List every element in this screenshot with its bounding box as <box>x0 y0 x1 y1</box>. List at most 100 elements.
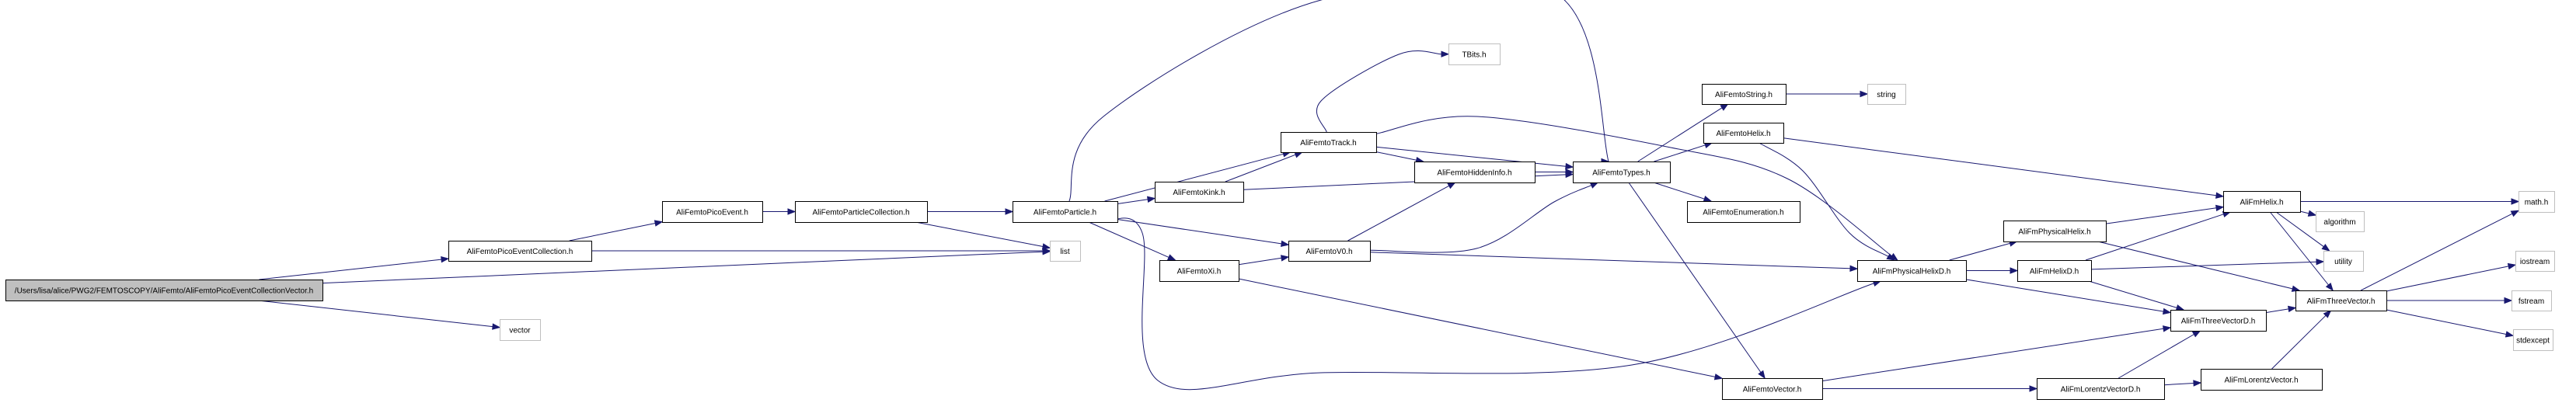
arrowhead-icon <box>2029 385 2038 392</box>
edge-root-to-list <box>322 248 1051 284</box>
node-root[interactable]: /Users/lisa/alice/PWG2/FEMTOSCOPY/AliFem… <box>5 280 323 301</box>
edge-line <box>2163 383 2194 386</box>
node-label: AliFmPhysicalHelix.h <box>2018 228 2090 237</box>
node-particle[interactable]: AliFemtoParticle.h <box>1013 201 1118 223</box>
edge-line <box>2085 214 2224 261</box>
node-box <box>448 241 592 262</box>
node-box <box>1573 162 1671 183</box>
node-partColl[interactable]: AliFemtoParticleCollection.h <box>795 201 928 223</box>
node-picoColl[interactable]: AliFemtoPicoEventCollection.h <box>448 241 592 262</box>
arrowhead-icon <box>1589 182 1599 189</box>
edge-line <box>1369 252 1851 269</box>
edge-fvector-to-threeVecD <box>1821 325 2172 382</box>
node-algorithm: algorithm <box>2316 211 2365 232</box>
node-label: AliFemtoHiddenInfo.h <box>1437 169 1511 178</box>
edge-line <box>259 259 442 280</box>
node-box <box>1857 260 1967 282</box>
node-lorentz[interactable]: AliFmLorentzVector.h <box>2201 369 2323 391</box>
edge-helixD-to-utility <box>2090 258 2325 270</box>
edge-picoEvent-to-partColl <box>762 208 797 215</box>
node-label: TBits.h <box>1462 51 1486 60</box>
node-picoEvent[interactable]: AliFemtoPicoEvent.h <box>662 201 763 223</box>
node-label: stdexcept <box>2516 337 2550 346</box>
edge-line <box>1347 185 1449 241</box>
nodes-layer: /Users/lisa/alice/PWG2/FEMTOSCOPY/AliFem… <box>5 43 2555 400</box>
edge-line <box>1238 257 1282 266</box>
node-box <box>1050 241 1081 262</box>
node-box <box>795 201 928 223</box>
node-enumeration[interactable]: AliFemtoEnumeration.h <box>1687 201 1800 223</box>
edge-lorentz-to-threeVec <box>2271 310 2332 370</box>
arrowhead-icon <box>2287 305 2297 313</box>
arrowhead-icon <box>1758 370 1766 380</box>
node-label: AliFemtoKink.h <box>1173 189 1225 197</box>
edge-line <box>1238 278 1716 377</box>
arrowhead-icon <box>1281 255 1290 262</box>
node-fstring[interactable]: AliFemtoString.h <box>1702 84 1786 105</box>
node-box <box>1867 84 1906 105</box>
edge-fhelix-to-physHelixD <box>1759 142 1895 261</box>
arrowhead-icon <box>1720 103 1729 111</box>
node-hidden[interactable]: AliFemtoHiddenInfo.h <box>1414 162 1535 183</box>
arrowhead-icon <box>2215 204 2225 212</box>
edge-threeVecD-to-threeVec <box>2265 305 2297 314</box>
arrowhead-icon <box>2163 325 2172 332</box>
node-label: AliFemtoParticle.h <box>1034 209 1096 217</box>
node-label: AliFmThreeVectorD.h <box>2181 318 2256 326</box>
edge-root-to-picoColl <box>259 256 450 280</box>
arrowhead-icon <box>2307 210 2317 217</box>
node-box <box>1722 378 1823 400</box>
arrowhead-icon <box>492 323 501 330</box>
edge-kink-to-track <box>1225 151 1303 182</box>
arrowhead-icon <box>2510 210 2520 217</box>
node-kink[interactable]: AliFemtoKink.h <box>1155 182 1244 203</box>
node-physHelix[interactable]: AliFmPhysicalHelix.h <box>2003 221 2107 242</box>
edge-types-to-enumeration <box>1653 182 1713 203</box>
node-box <box>2223 191 2301 213</box>
edge-line <box>2097 241 2293 290</box>
node-fstream: fstream <box>2512 290 2552 311</box>
edge-physHelixD-to-threeVecD <box>1965 279 2172 315</box>
node-label: math.h <box>2525 199 2549 207</box>
node-track[interactable]: AliFemtoTrack.h <box>1281 132 1377 153</box>
edge-track-to-tbits <box>1316 50 1450 133</box>
node-box <box>1702 84 1786 105</box>
node-fhelix[interactable]: AliFemtoHelix.h <box>1703 123 1784 144</box>
arrowhead-icon <box>2323 310 2332 318</box>
node-label: AliFemtoV0.h <box>1305 248 1352 256</box>
node-box <box>2323 251 2364 272</box>
edge-physHelix-to-helix <box>2105 204 2225 224</box>
edge-particle-to-xi <box>1088 221 1176 261</box>
arrowhead-icon <box>2511 198 2520 205</box>
node-physHelixD[interactable]: AliFmPhysicalHelixD.h <box>1857 260 1967 282</box>
edge-line <box>1949 242 2010 261</box>
node-helix[interactable]: AliFmHelix.h <box>2223 191 2301 213</box>
node-types[interactable]: AliFemtoTypes.h <box>1573 162 1671 183</box>
edge-track-to-physHelixD <box>1375 116 1898 261</box>
node-threeVecD[interactable]: AliFmThreeVectorD.h <box>2170 310 2267 332</box>
node-lorentzD[interactable]: AliFmLorentzVectorD.h <box>2037 378 2165 400</box>
node-label: AliFemtoParticleCollection.h <box>812 209 909 217</box>
edge-line <box>2271 314 2327 370</box>
arrowhead-icon <box>2215 192 2225 199</box>
edge-threeVec-to-stdexcept <box>2386 309 2515 338</box>
arrowhead-icon <box>2162 307 2172 315</box>
node-label: utility <box>2334 258 2352 266</box>
node-utility: utility <box>2323 251 2364 272</box>
node-helixD[interactable]: AliFmHelixD.h <box>2017 260 2092 282</box>
node-label: list <box>1060 248 1069 256</box>
edge-line <box>1759 142 1889 257</box>
node-xi[interactable]: AliFemtoXi.h <box>1159 260 1239 282</box>
node-vector: vector <box>500 319 541 341</box>
arrowhead-icon <box>1166 254 1176 261</box>
node-box <box>1288 241 1371 262</box>
node-v0[interactable]: AliFemtoV0.h <box>1288 241 1371 262</box>
edge-line <box>2269 211 2329 286</box>
edge-line <box>1628 182 1762 373</box>
edge-physHelixD-to-helixD <box>1966 267 2019 274</box>
node-fvector[interactable]: AliFemtoVector.h <box>1722 378 1823 400</box>
node-threeVec[interactable]: AliFmThreeVector.h <box>2295 290 2387 311</box>
arrowhead-icon <box>2191 330 2201 338</box>
node-label: AliFemtoHelix.h <box>1716 130 1770 138</box>
